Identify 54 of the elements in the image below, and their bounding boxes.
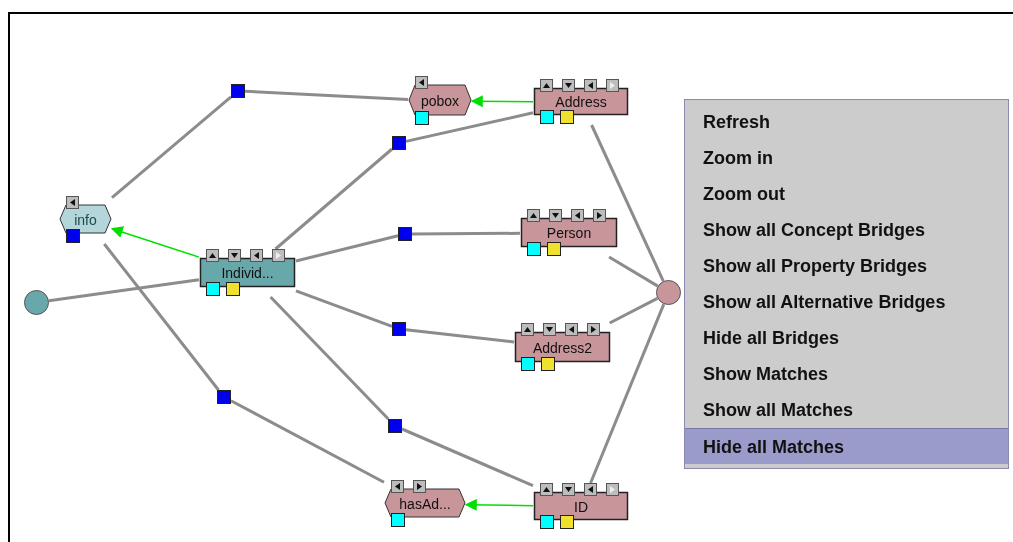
arrow xyxy=(110,226,200,258)
connector-line xyxy=(405,328,515,344)
connector-line xyxy=(48,278,200,303)
bridge-square xyxy=(392,322,406,336)
node-label: Address2 xyxy=(531,339,594,356)
connector-line xyxy=(111,95,232,199)
connector-line xyxy=(608,255,659,288)
menu-item: Hide all Bridges xyxy=(702,327,841,350)
menu-item-highlighted: Hide all Matches xyxy=(685,428,1008,464)
bridge-square xyxy=(231,84,245,98)
connector-line xyxy=(405,111,534,143)
bridge-square xyxy=(392,136,406,150)
connector-line xyxy=(295,234,399,263)
connector-line xyxy=(589,303,666,484)
connector-line xyxy=(401,427,534,488)
endpoint-circle xyxy=(656,280,681,305)
concept-node xyxy=(520,209,618,257)
menu-item: Show all Property Bridges xyxy=(702,255,929,278)
menu-item: Refresh xyxy=(702,111,772,134)
menu-item: Zoom out xyxy=(702,183,786,206)
menu-item: Show Matches xyxy=(702,363,830,386)
property-node xyxy=(408,76,472,126)
connector-line xyxy=(295,289,393,328)
connector-line xyxy=(269,295,390,421)
property-node xyxy=(59,196,112,244)
node-label: pobox xyxy=(419,93,461,109)
connector-line xyxy=(244,89,409,101)
connector-line xyxy=(412,231,520,236)
menu-item: Zoom in xyxy=(702,147,774,170)
menu-item: Show all Concept Bridges xyxy=(702,219,927,242)
endpoint-circle xyxy=(24,290,49,315)
node-label: hasAd... xyxy=(398,496,452,512)
concept-node xyxy=(533,483,629,530)
concept-node xyxy=(199,249,296,297)
arrow xyxy=(470,95,534,108)
bridge-square xyxy=(398,227,412,241)
menu-item: Show all Alternative Bridges xyxy=(702,291,947,314)
arrow xyxy=(464,498,534,511)
bridge-square xyxy=(388,419,402,433)
connector-line xyxy=(609,296,659,325)
node-label: info xyxy=(73,212,98,228)
concept-node xyxy=(514,323,611,372)
connector-line xyxy=(103,243,220,391)
connector-line xyxy=(274,147,393,251)
concept-node xyxy=(533,79,629,125)
node-label: Address xyxy=(554,94,608,110)
node-label: Person xyxy=(545,225,593,241)
menu-item: Show all Matches xyxy=(702,399,855,422)
bridge-square xyxy=(217,390,231,404)
connector-line xyxy=(230,399,385,484)
node-label: ID xyxy=(573,498,589,515)
node-label: Individ... xyxy=(220,265,275,281)
connector-line xyxy=(590,124,665,282)
property-node xyxy=(384,480,466,528)
